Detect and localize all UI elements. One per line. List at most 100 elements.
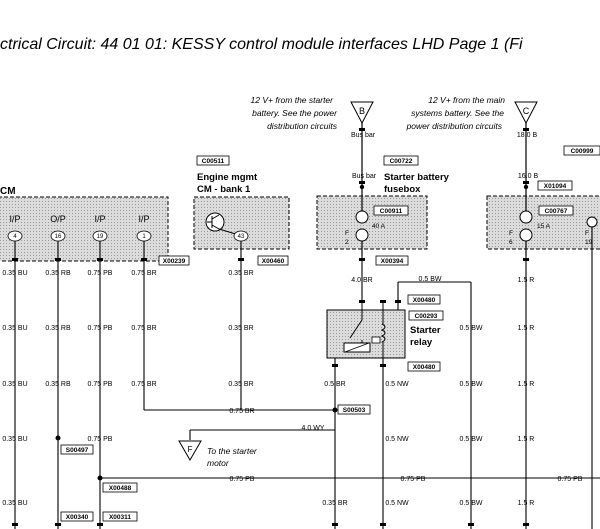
wire-label: 16.0 B — [518, 173, 539, 180]
bus-node-c: C — [514, 101, 538, 125]
svg-text:0.75 PB: 0.75 PB — [88, 436, 113, 443]
svg-text:0.75 PB: 0.75 PB — [401, 476, 426, 483]
svg-text:1.5 R: 1.5 R — [518, 381, 535, 388]
fuse-label: F — [345, 230, 349, 237]
pin-type: I/P — [9, 214, 20, 224]
svg-text:X00394: X00394 — [381, 258, 404, 265]
svg-text:0.35 RB: 0.35 RB — [45, 381, 71, 388]
svg-text:F: F — [188, 445, 193, 454]
svg-text:4.0 WY: 4.0 WY — [302, 425, 325, 432]
component-code: C00722 — [390, 158, 413, 165]
right-fusebox: C00999 X01094 C00767 15 A F 6 F 19 — [486, 145, 600, 256]
pin-number: 4 — [13, 234, 17, 240]
svg-text:0.35 BR: 0.35 BR — [322, 500, 347, 507]
component-code: C00293 — [415, 313, 438, 320]
pin-type: I/P — [138, 214, 149, 224]
component-code: X01094 — [544, 183, 567, 190]
svg-text:0.5 BW: 0.5 BW — [460, 436, 483, 443]
svg-text:S00497: S00497 — [66, 447, 89, 454]
svg-text:X00480: X00480 — [413, 364, 436, 371]
svg-text:0.75 BR: 0.75 BR — [131, 381, 156, 388]
bus-node-letter: C — [523, 106, 530, 116]
svg-text:0.75 PB: 0.75 PB — [230, 476, 255, 483]
svg-text:1.5 R: 1.5 R — [518, 277, 535, 284]
bus-node-b: B — [350, 101, 374, 125]
svg-text:S00503: S00503 — [343, 407, 366, 414]
svg-text:0.75 BR: 0.75 BR — [229, 408, 254, 415]
component-title: Starter — [410, 325, 441, 336]
svg-text:0.35 BR: 0.35 BR — [228, 270, 253, 277]
connector-tag: X00239 — [158, 255, 190, 266]
svg-text:0.5 BW: 0.5 BW — [460, 500, 483, 507]
note-starter-battery: 12 V+ from the starter battery. See the … — [251, 95, 339, 131]
connector-tag: X00460 — [257, 255, 289, 266]
pin-type: O/P — [50, 214, 66, 224]
connector-tag: X00394 — [375, 255, 409, 266]
fuse-number: 19 — [585, 239, 593, 246]
svg-text:0.35 RB: 0.35 RB — [45, 325, 71, 332]
svg-text:0.75 PB: 0.75 PB — [558, 476, 583, 483]
svg-text:0.5 BW: 0.5 BW — [460, 381, 483, 388]
note-line: distribution circuits — [267, 121, 338, 131]
starter-relay: Starter relay C00293 — [326, 303, 444, 359]
svg-text:0.35 BU: 0.35 BU — [2, 270, 27, 277]
note-line: To the starter — [207, 446, 258, 456]
svg-text:4.0 BR: 4.0 BR — [351, 277, 372, 284]
svg-text:X00488: X00488 — [109, 485, 132, 492]
connector-tag: S00497 — [60, 444, 94, 455]
fuse-rating: 15 A — [537, 223, 551, 230]
transistor-icon — [205, 212, 225, 232]
svg-text:0.35 BR: 0.35 BR — [228, 325, 253, 332]
engine-mgmt-module: C00511 Engine mgmt CM - bank 1 43 — [193, 155, 290, 250]
wire-labels: 0.35 BU 0.35 RB 0.75 PB 0.75 BR 0.35 BR … — [2, 270, 582, 507]
fuse-rating: 40 A — [372, 223, 386, 230]
connector-pins — [12, 258, 529, 526]
fuse-label: F — [585, 230, 589, 237]
note-line: motor — [207, 458, 230, 468]
svg-text:1.5 R: 1.5 R — [518, 436, 535, 443]
svg-text:0.75 BR: 0.75 BR — [131, 270, 156, 277]
svg-text:0.75 PB: 0.75 PB — [88, 270, 113, 277]
svg-text:0.5 BR: 0.5 BR — [324, 381, 345, 388]
svg-text:0.5 BW: 0.5 BW — [460, 325, 483, 332]
connector-tag: S00503 — [337, 404, 371, 415]
component-title: CM - bank 1 — [197, 184, 251, 195]
component-title: Starter battery — [384, 172, 450, 183]
starter-battery-fusebox: C00722 Starter battery fusebox C00911 40… — [316, 155, 450, 256]
fuse-code: C00767 — [545, 208, 568, 215]
fuse-icon — [355, 210, 369, 224]
wire-runs — [14, 227, 600, 529]
note-line: 12 V+ from the main — [428, 95, 505, 105]
pin-number: 16 — [55, 234, 62, 240]
connector-tag: X00480 — [407, 361, 441, 372]
connector-tag: X00488 — [102, 482, 138, 493]
svg-text:0.5 NW: 0.5 NW — [385, 436, 409, 443]
fuse-number: 6 — [509, 239, 513, 246]
svg-text:0.5 BW: 0.5 BW — [419, 276, 442, 283]
svg-text:X00480: X00480 — [413, 297, 436, 304]
connector-tag: X00311 — [102, 511, 138, 522]
pin-number: 19 — [97, 234, 104, 240]
svg-text:0.5 NW: 0.5 NW — [385, 500, 409, 507]
component-title: fusebox — [384, 184, 421, 195]
component-code: C00999 — [571, 148, 594, 155]
note-line: power distribution circuits — [406, 121, 503, 131]
svg-text:X00311: X00311 — [109, 514, 131, 521]
pin-type: I/P — [94, 214, 105, 224]
svg-text:1.5 R: 1.5 R — [518, 325, 535, 332]
svg-text:0.5 NW: 0.5 NW — [385, 381, 409, 388]
fuse-label: F — [509, 230, 513, 237]
svg-text:0.75 PB: 0.75 PB — [88, 381, 113, 388]
bus-node-letter: B — [359, 106, 365, 116]
svg-text:X00340: X00340 — [66, 514, 89, 521]
control-module-left: CM I/P O/P I/P I/P 4 16 19 1 — [0, 186, 169, 262]
svg-text:1.5 R: 1.5 R — [518, 500, 535, 507]
module-name: CM — [0, 186, 16, 197]
svg-text:X00460: X00460 — [262, 258, 285, 265]
svg-text:0.35 RB: 0.35 RB — [45, 270, 71, 277]
svg-text:0.35 BU: 0.35 BU — [2, 325, 27, 332]
svg-text:0.75 BR: 0.75 BR — [131, 325, 156, 332]
note-main-battery: 12 V+ from the main systems battery. See… — [406, 95, 506, 131]
component-title: relay — [410, 337, 433, 348]
note-line: systems battery. See the — [411, 108, 504, 118]
